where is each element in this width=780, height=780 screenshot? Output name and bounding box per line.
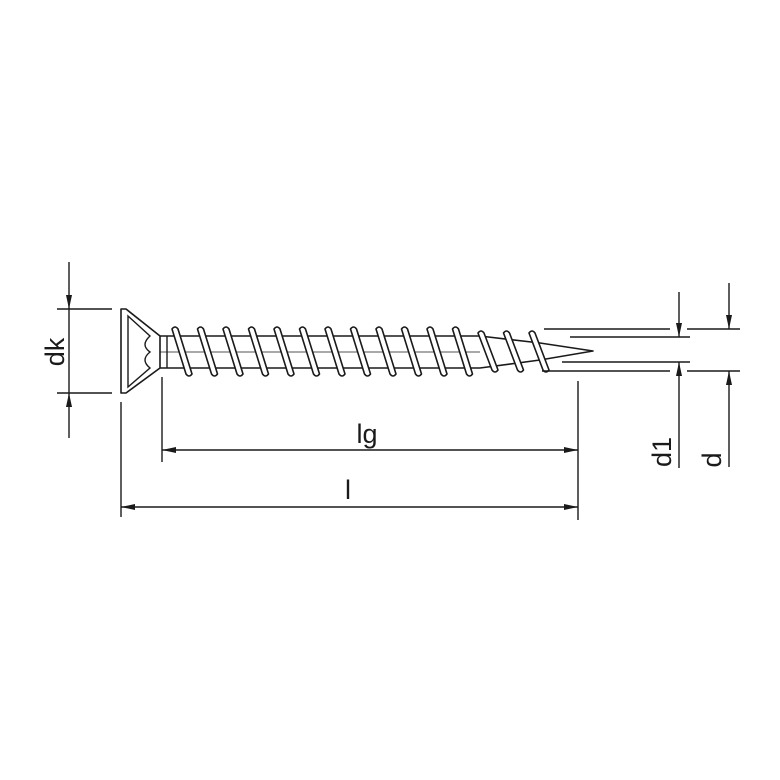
thread-flank (171, 326, 193, 377)
label-l: l (345, 475, 351, 505)
thread-flank (324, 326, 346, 377)
thread-flank (247, 326, 270, 377)
label-d: d (697, 452, 727, 467)
thread-flank (222, 326, 244, 377)
thread-flank (502, 330, 525, 373)
dimension-d1: d1 (562, 292, 690, 468)
screw-shank (154, 335, 594, 369)
thread-flank (477, 330, 499, 373)
thread-flank (375, 326, 397, 377)
dimension-l: l (120, 402, 578, 517)
screw-head (120, 308, 168, 394)
thread-flank (349, 326, 372, 377)
screw (120, 308, 594, 394)
label-dk: dk (40, 337, 70, 366)
dimension-d: d (542, 283, 740, 468)
screw-threads (171, 326, 550, 377)
dimension-dk: dk (40, 262, 112, 438)
label-d1: d1 (647, 437, 677, 467)
thread-flank (426, 326, 448, 377)
thread-flank (196, 326, 219, 377)
label-lg: lg (356, 419, 377, 449)
thread-flank (273, 326, 295, 377)
dimension-lg: lg (161, 377, 579, 520)
thread-flank (451, 326, 474, 377)
thread-flank (400, 326, 423, 377)
thread-flank (298, 326, 321, 377)
